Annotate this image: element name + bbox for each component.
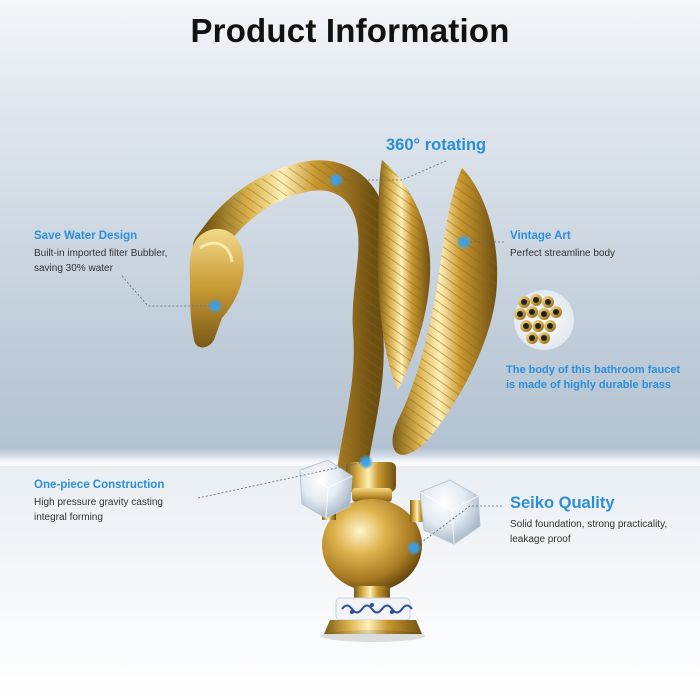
leader-seiko (413, 505, 504, 549)
swan-head (189, 228, 244, 348)
callout-vintage-art-title: Vintage Art (510, 230, 571, 242)
callout-dot-icon (457, 235, 471, 249)
leader-rotating (336, 159, 449, 181)
crystal-handle-left (299, 459, 353, 519)
callout-brass-body: The body of this bathroom faucet is made… (506, 363, 680, 393)
callout-one-piece-desc: High pressure gravity casting integral f… (34, 495, 164, 525)
callout-dot-icon (407, 541, 421, 555)
callout-rotating: 360° rotating (386, 136, 486, 155)
crystal-handle-right (419, 479, 481, 545)
callout-one-piece: One-piece Construction High pressure gra… (34, 479, 164, 525)
brass-pipes-icon (514, 290, 574, 350)
callout-dot-icon (329, 173, 343, 187)
callout-one-piece-desc-line2: integral forming (34, 512, 103, 523)
page-title: Product Information (190, 12, 510, 49)
callout-dot-icon (359, 455, 373, 469)
callout-save-water-desc-line1: Built-in imported filter Bubbler, (34, 248, 168, 259)
callout-vintage-art: Vintage Art Perfect streamline body (510, 230, 615, 261)
callout-seiko-desc-line1: Solid foundation, strong practicality, (510, 519, 668, 530)
callout-vintage-art-desc: Perfect streamline body (510, 248, 616, 259)
callout-brass-body-line1: The body of this bathroom faucet (506, 364, 681, 376)
callout-save-water-desc-line2: saving 30% water (34, 263, 113, 274)
callout-seiko-desc: Solid foundation, strong practicality, l… (510, 517, 667, 547)
leader-save-water (121, 275, 212, 307)
callout-seiko-title: Seiko Quality (510, 494, 615, 512)
callout-brass-body-line2: is made of highly durable brass (506, 379, 672, 391)
callout-rotating-title: 360° rotating (386, 136, 487, 154)
faucet-body (322, 499, 422, 591)
leader-one-piece (197, 461, 365, 499)
callout-save-water-title: Save Water Design (34, 230, 138, 242)
callout-save-water-desc: Built-in imported filter Bubbler, saving… (34, 246, 167, 276)
callout-dot-icon (208, 299, 222, 313)
callout-seiko-desc-line2: leakage proof (510, 534, 571, 545)
callout-save-water: Save Water Design Built-in imported filt… (34, 230, 167, 276)
callout-seiko: Seiko Quality Solid foundation, strong p… (510, 494, 667, 547)
callout-one-piece-title: One-piece Construction (34, 479, 165, 491)
callout-one-piece-desc-line1: High pressure gravity casting (34, 497, 163, 508)
